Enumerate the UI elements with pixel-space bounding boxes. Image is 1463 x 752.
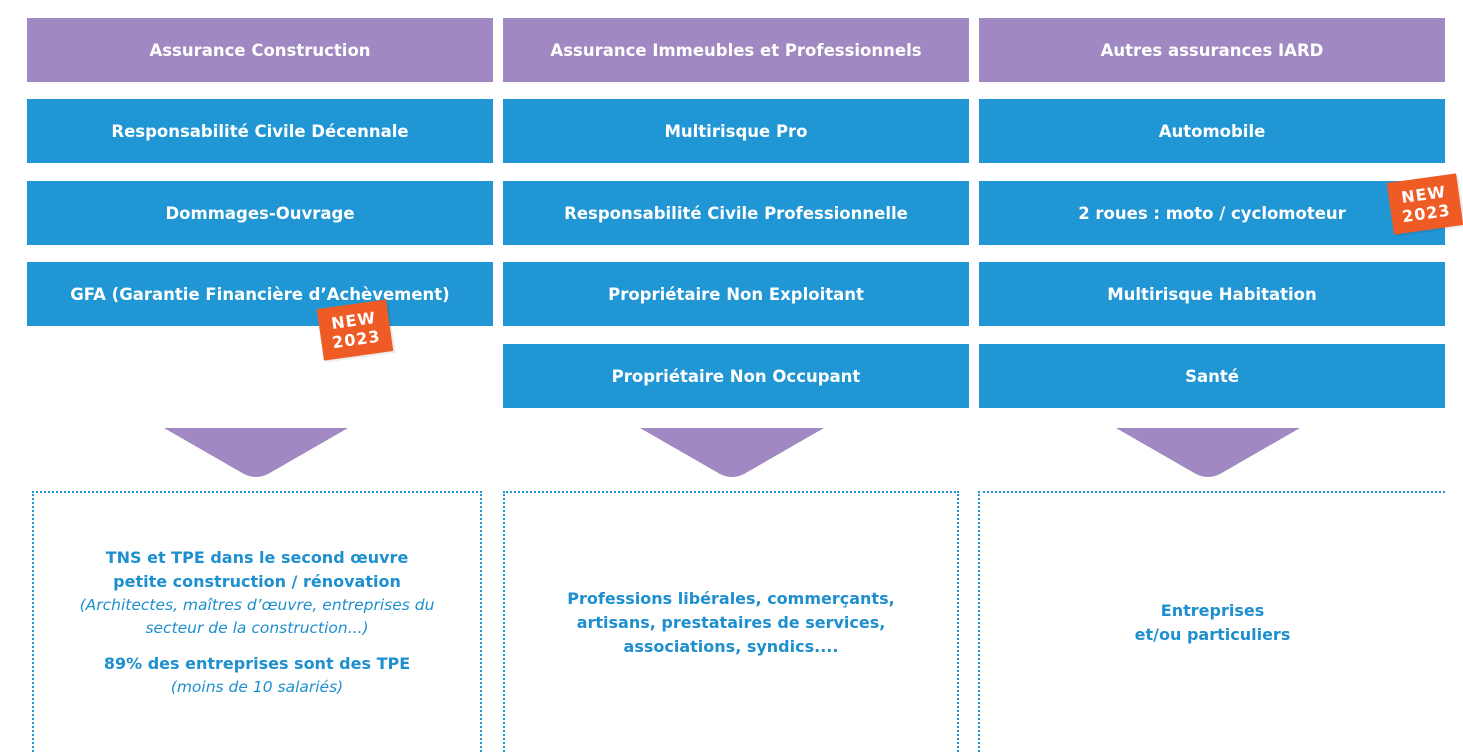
audience-line: Entreprises xyxy=(1160,600,1265,620)
audience-note-line: secteur de la construction...) xyxy=(145,619,369,637)
down-arrow-icon xyxy=(1116,428,1300,477)
audience-box-immeubles: Professions libérales, commerçants, arti… xyxy=(503,491,959,752)
down-arrow-icon xyxy=(164,428,348,477)
header-autres-assurances: Autres assurances IARD xyxy=(979,18,1445,82)
item-rc-professionnelle: Responsabilité Civile Professionnelle xyxy=(503,181,969,245)
audience-line: artisans, prestataires de services, xyxy=(576,612,886,632)
audience-stat: 89% des entreprises sont des TPE xyxy=(103,654,411,673)
new-2023-badge: NEW 2023 xyxy=(1386,173,1463,235)
item-rc-decennale: Responsabilité Civile Décennale xyxy=(27,99,493,163)
audience-note-line: (Architectes, maîtres d’œuvre, entrepris… xyxy=(79,596,435,614)
item-automobile: Automobile xyxy=(979,99,1445,163)
item-gfa: GFA (Garantie Financière d’Achèvement) xyxy=(27,262,493,326)
header-assurance-construction: Assurance Construction xyxy=(27,18,493,82)
item-multirisque-pro: Multirisque Pro xyxy=(503,99,969,163)
audience-line: associations, syndics.... xyxy=(623,636,839,656)
item-proprietaire-non-occupant: Propriétaire Non Occupant xyxy=(503,344,969,408)
item-dommages-ouvrage: Dommages-Ouvrage xyxy=(27,181,493,245)
audience-title-line: petite construction / rénovation xyxy=(113,572,401,591)
audience-stat-note: (moins de 10 salariés) xyxy=(170,678,344,696)
audience-line: et/ou particuliers xyxy=(1134,624,1291,644)
header-assurance-immeubles: Assurance Immeubles et Professionnels xyxy=(503,18,969,82)
audience-title-line: TNS et TPE dans le second œuvre xyxy=(105,548,409,567)
new-2023-badge: NEW 2023 xyxy=(316,299,394,361)
item-proprietaire-non-exploitant: Propriétaire Non Exploitant xyxy=(503,262,969,326)
audience-box-construction: TNS et TPE dans le second œuvre petite c… xyxy=(32,491,482,752)
item-multirisque-habitation: Multirisque Habitation xyxy=(979,262,1445,326)
item-sante: Santé xyxy=(979,344,1445,408)
down-arrow-icon xyxy=(640,428,824,477)
audience-box-autres: Entreprises et/ou particuliers xyxy=(978,491,1445,752)
item-2-roues: 2 roues : moto / cyclomoteur xyxy=(979,181,1445,245)
audience-line: Professions libérales, commerçants, xyxy=(567,588,895,608)
